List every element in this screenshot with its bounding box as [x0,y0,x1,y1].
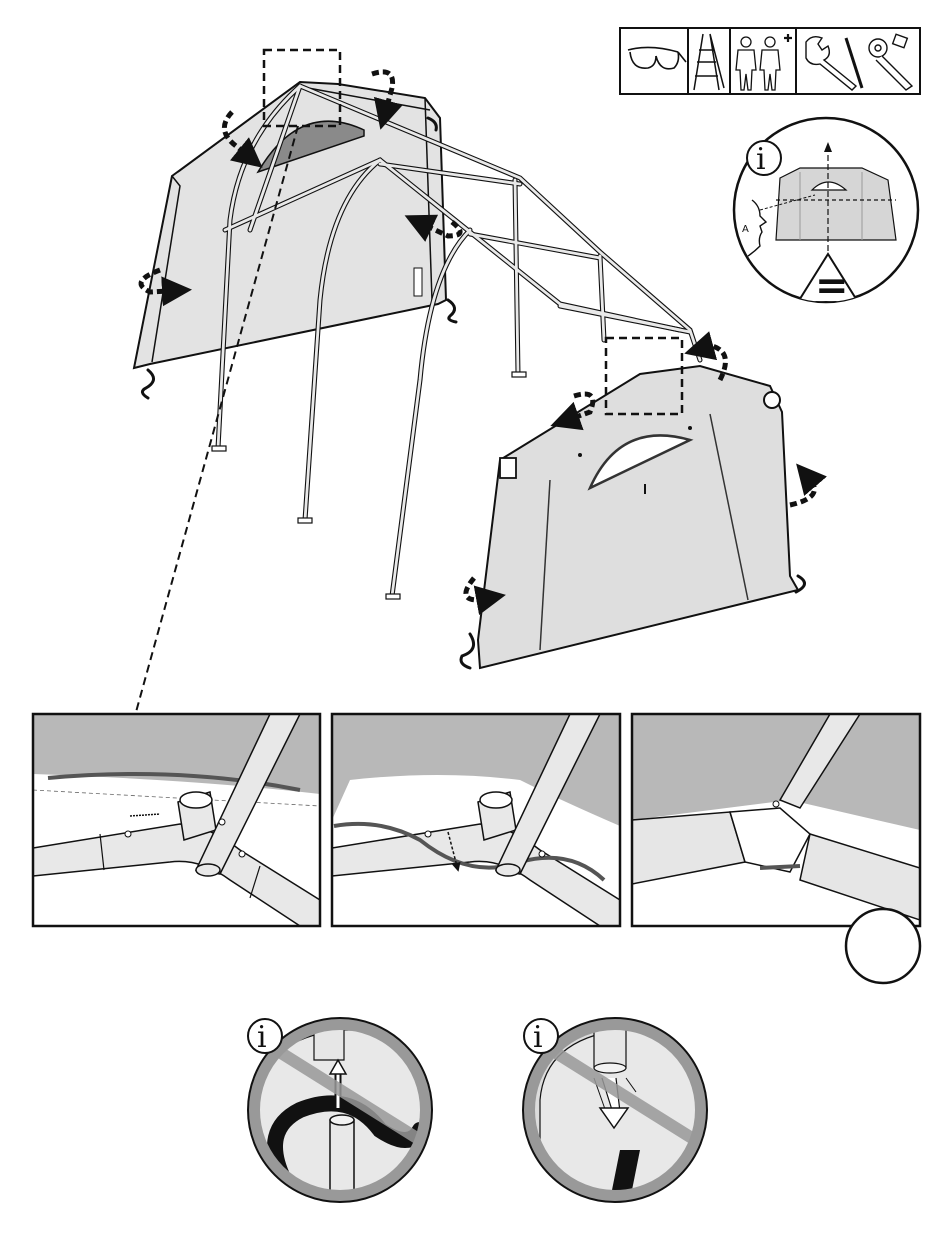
detail-panel-3 [632,714,920,926]
svg-text:i: i [533,1020,543,1055]
front-end-cover [478,366,798,668]
measurement-info-circle: A = i [734,118,918,309]
svg-text:i: i [257,1020,267,1055]
detail-panel-1 [33,714,320,926]
shelter-frame [134,50,814,712]
svg-text:i: i [756,142,766,177]
wrong-method-left: i [248,1018,432,1202]
equal-sign: = [815,263,849,309]
step-badge [846,909,920,983]
safety-icon-bar [620,28,920,94]
detail-panel-2 [332,714,620,926]
wrong-method-right: i [523,1018,707,1202]
svg-text:A: A [742,224,749,235]
